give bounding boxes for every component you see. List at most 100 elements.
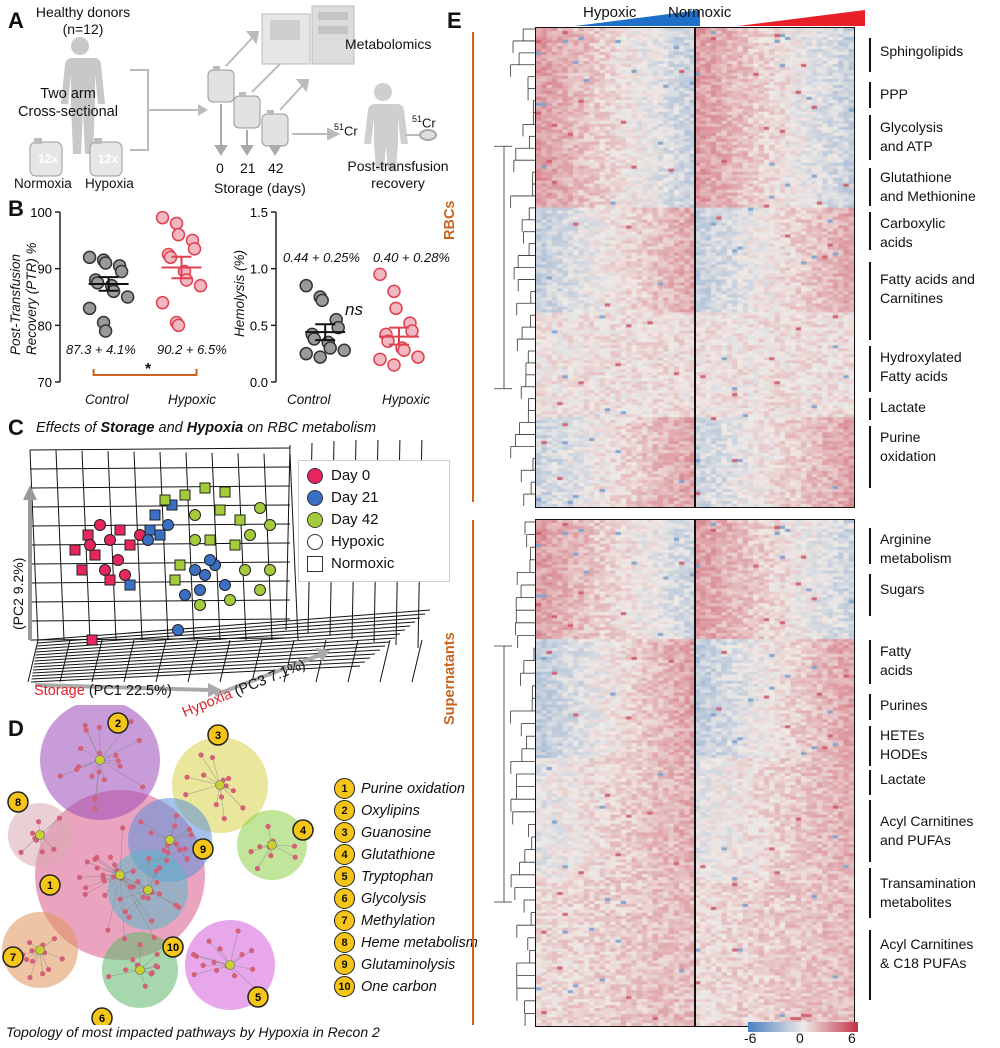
- sup-dendrogram: [494, 521, 536, 1026]
- network-node: [84, 859, 90, 865]
- label-line: and Methionine: [880, 188, 976, 204]
- label-line: Carboxylic: [880, 215, 946, 231]
- pathway-badge: [247, 986, 269, 1008]
- sup-bracket: [869, 726, 871, 766]
- label-line: and ATP: [880, 138, 933, 154]
- network-node: [111, 874, 117, 880]
- network-node: [83, 727, 89, 733]
- floor-line: [411, 639, 423, 683]
- legend-hypoxic-label: Hypoxic: [331, 533, 385, 550]
- network-node: [231, 973, 238, 979]
- pca-point: [234, 514, 246, 526]
- label-line: Transamination: [880, 875, 976, 891]
- network-node: [130, 868, 136, 874]
- donor-figure-icon: [61, 37, 105, 154]
- network-edge: [108, 969, 141, 977]
- label-line: Hydroxylated: [880, 349, 962, 365]
- network-node: [83, 885, 89, 891]
- network-edge: [200, 754, 221, 786]
- network-node: [154, 879, 160, 886]
- pca-point: [204, 534, 216, 546]
- data-point: [169, 216, 184, 231]
- pca-point: [89, 549, 101, 561]
- pca-point: [204, 554, 216, 566]
- network-node: [76, 764, 82, 770]
- network-node: [149, 970, 155, 976]
- floor-line: [36, 621, 416, 650]
- pca-xlabel: Storage (PC1 22.5%): [34, 683, 172, 699]
- label-line: Arginine: [880, 531, 932, 547]
- network-edge: [229, 930, 239, 966]
- network-edge: [140, 821, 171, 841]
- network-node: [145, 895, 151, 901]
- normoxic-ramp: [738, 10, 865, 26]
- label-line: Lactate: [880, 399, 926, 415]
- rbc-group-bar: [472, 32, 474, 502]
- network-node: [39, 971, 46, 977]
- significance-star: *: [145, 361, 152, 378]
- rbc-divider: [694, 27, 696, 508]
- cr-label-right: 51Cr: [412, 114, 436, 130]
- network-node: [291, 843, 298, 849]
- data-point: [90, 276, 105, 290]
- network-node: [113, 752, 119, 758]
- scale-max: 6: [848, 1030, 856, 1046]
- pathway-number-badge: 3: [334, 822, 355, 843]
- grid-line: [29, 542, 291, 546]
- network-node: [18, 849, 24, 855]
- pathway-number-badge: 5: [334, 866, 355, 887]
- legend-day42: Day 42: [307, 511, 379, 528]
- pca-point: [199, 482, 211, 494]
- legend-day0-swatch: [307, 467, 323, 484]
- rbc-bracket: [869, 398, 871, 420]
- network-node: [126, 914, 132, 920]
- data-point: [82, 301, 97, 316]
- data-point: [373, 267, 387, 282]
- floor-line: [31, 661, 366, 680]
- pca-point: [172, 624, 184, 636]
- data-point: [155, 295, 170, 310]
- hub-node: [135, 965, 145, 975]
- network-node: [56, 815, 63, 821]
- group-sup-label: Supernatants: [442, 632, 458, 725]
- grid-line: [29, 561, 291, 565]
- network-node: [235, 928, 241, 934]
- label-line: Purine: [880, 429, 921, 445]
- pca-point: [112, 554, 124, 566]
- label-line: PPP: [880, 86, 909, 102]
- label-line: Fatty acids and: [880, 271, 975, 287]
- bag-day21-icon: [233, 92, 261, 129]
- cr-sup-left: 51: [334, 122, 345, 132]
- dendrogram-lines: [494, 28, 536, 506]
- storage-days-label: Storage (days): [214, 180, 306, 196]
- network-edge: [147, 858, 150, 891]
- network-node: [45, 966, 52, 973]
- floor-line: [27, 639, 39, 683]
- pca-xlabel-red: Storage: [34, 683, 85, 699]
- label-line: Acyl Carnitines: [880, 813, 974, 829]
- label-line: Sphingolipids: [880, 43, 964, 59]
- sup-bracket: [869, 640, 871, 684]
- cat-control-1: Control: [85, 392, 129, 407]
- design-line2: Cross-sectional: [18, 104, 118, 120]
- grid-line: [29, 580, 291, 584]
- network-node: [268, 853, 274, 859]
- network-node: [82, 722, 88, 729]
- panel-letter-a: A: [8, 8, 24, 33]
- dendro-root: [494, 145, 505, 390]
- dendro-root: [494, 645, 505, 903]
- ptr-mean-control: 87.3 + 4.1%: [66, 342, 136, 357]
- hub-node: [215, 780, 225, 790]
- label-line: Glycolysis: [880, 119, 944, 135]
- sup-pathway-label: Lactate: [880, 770, 926, 789]
- network-node: [221, 816, 227, 822]
- network-node: [217, 946, 223, 952]
- day-21: 21: [240, 160, 256, 176]
- data-point: [171, 318, 186, 333]
- data-point: [307, 332, 321, 346]
- network-node: [30, 830, 36, 836]
- pca-title-hypoxia: Hypoxia: [186, 420, 244, 436]
- hemolysis-ylabel: Hemolysis (%): [232, 249, 247, 337]
- legend-day0-label: Day 0: [331, 467, 371, 484]
